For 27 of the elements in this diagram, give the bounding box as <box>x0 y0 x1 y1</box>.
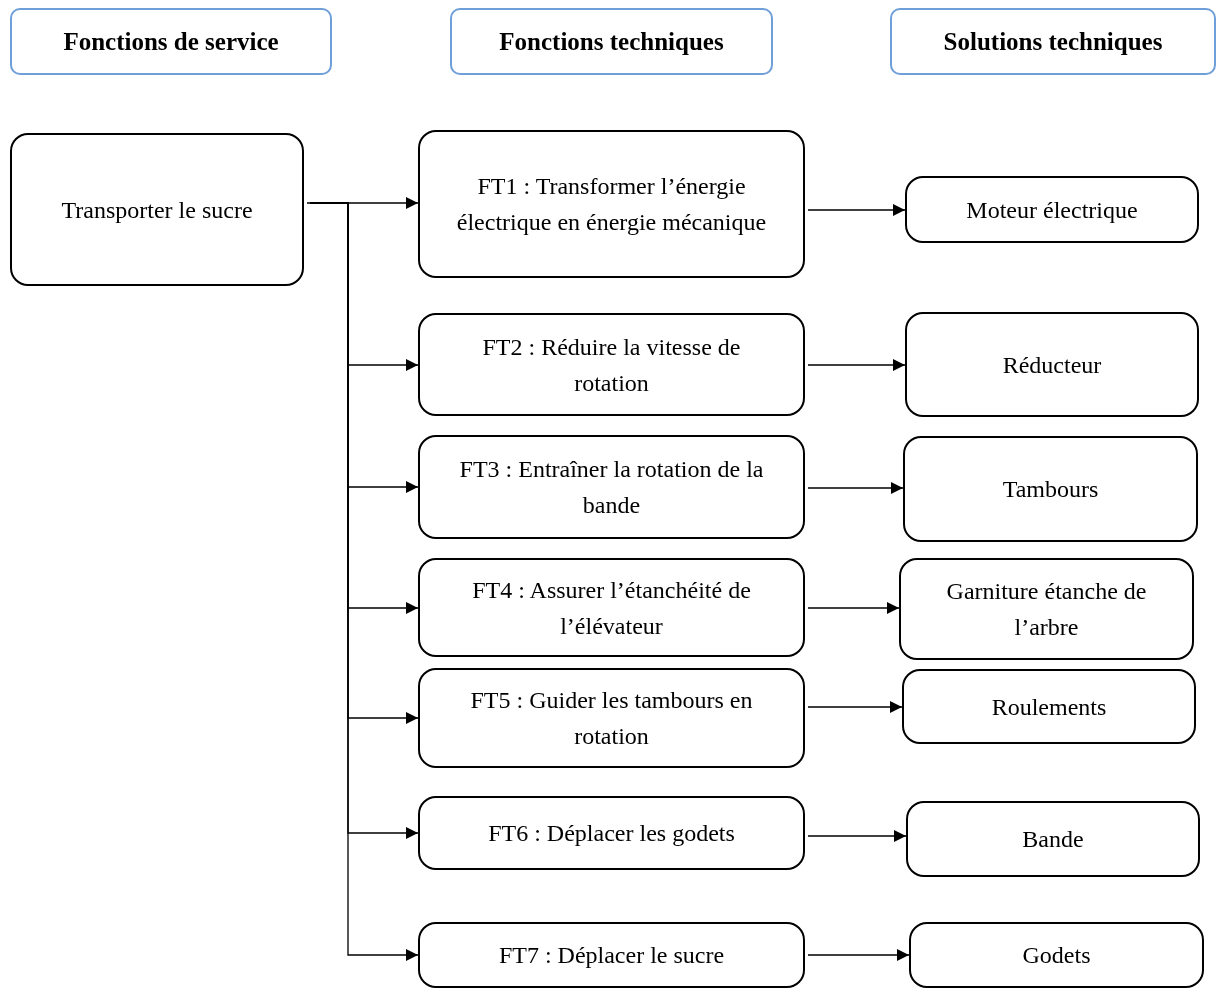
process-box: FT1 : Transformer l’énergie électrique en énergie mécanique <box>418 130 805 278</box>
process-box: Tambours <box>903 436 1198 542</box>
arrow <box>807 701 903 713</box>
process-box: FT4 : Assurer l’étanchéité de l’élévateur <box>418 558 805 657</box>
process-box: Godets <box>909 922 1204 988</box>
column-header-box: Fonctions techniques <box>450 8 773 75</box>
process-box: FT2 : Réduire la vitesse de rotation <box>418 313 805 416</box>
arrow <box>306 197 419 209</box>
column-header-box: Solutions techniques <box>890 8 1216 75</box>
process-box: FT3 : Entraîner la rotation de la bande <box>418 435 805 539</box>
arrow <box>807 602 900 614</box>
process-box: FT5 : Guider les tambours en rotation <box>418 668 805 768</box>
arrow <box>309 202 419 961</box>
arrow <box>807 359 906 371</box>
process-box: FT7 : Déplacer le sucre <box>418 922 805 988</box>
arrow <box>807 204 906 216</box>
arrow <box>807 830 907 842</box>
process-box: Moteur électrique <box>905 176 1199 243</box>
arrow <box>807 949 910 961</box>
process-box: Garniture étanche de l’arbre <box>899 558 1194 660</box>
process-box: FT6 : Déplacer les godets <box>418 796 805 870</box>
column-header-box: Fonctions de service <box>10 8 332 75</box>
process-box: Roulements <box>902 669 1196 744</box>
arrow <box>807 482 904 494</box>
process-box: Bande <box>906 801 1200 877</box>
process-box: Transporter le sucre <box>10 133 304 286</box>
process-box: Réducteur <box>905 312 1199 417</box>
